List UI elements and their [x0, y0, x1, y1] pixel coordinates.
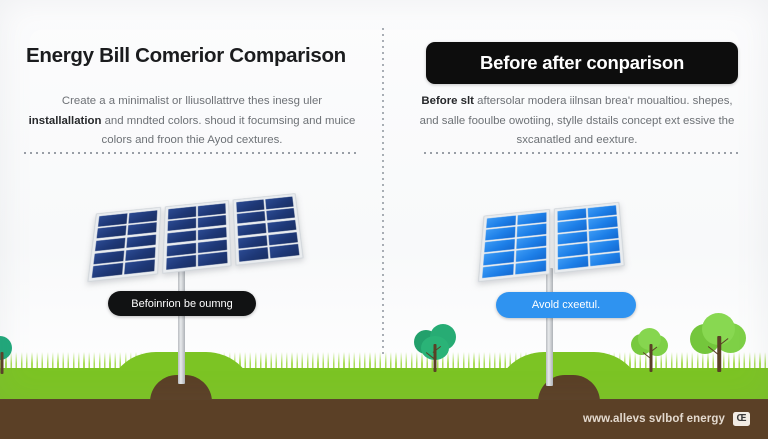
left-description-lead: Create a a minimalist or lliusollattrve … — [62, 95, 322, 107]
solar-panel-module — [554, 202, 625, 274]
right-status-badge-label: Avold cxeetul. — [532, 299, 600, 311]
right-description-emphasis: Before slt — [421, 95, 474, 107]
left-dotted-separator — [24, 152, 360, 154]
tree-small — [630, 326, 672, 372]
right-status-badge[interactable]: Avold cxeetul. — [496, 292, 636, 318]
right-panel-title-pill: Before after conparison — [426, 42, 738, 84]
tree-teal — [412, 322, 458, 372]
right-dotted-separator — [424, 152, 742, 154]
right-panel-title: Before after conparison — [480, 52, 684, 74]
left-panel-title: Energy Bill Comerior Comparison — [26, 44, 366, 68]
vertical-dotted-divider — [382, 28, 384, 358]
right-panel-description: Before slt aftersolar modera iilnsan bre… — [412, 92, 742, 151]
brand-logo-glyph: Œ — [737, 414, 747, 424]
solar-post-left — [178, 262, 185, 384]
solar-panel-module — [233, 193, 304, 266]
solar-panel-module — [87, 207, 161, 282]
left-status-badge[interactable]: Befoinrion be oumng — [108, 291, 256, 316]
brand-logo-icon: Œ — [733, 412, 750, 426]
solar-post-right — [546, 268, 553, 386]
solar-panel-module — [162, 200, 231, 274]
left-description-emphasis: installallation — [29, 115, 102, 127]
tree-edge-partial — [0, 332, 16, 374]
left-description-rest: and mndted colors. shoud it focumsing an… — [101, 115, 355, 147]
solar-panel-module — [478, 209, 550, 282]
left-comparison-panel: Energy Bill Comerior Comparison Create a… — [0, 0, 384, 400]
grass-band — [0, 368, 768, 400]
left-status-badge-label: Befoinrion be oumng — [131, 298, 233, 310]
footer-bar: www.allevs svlbof energy Œ — [0, 399, 768, 439]
tree-large — [690, 312, 748, 372]
left-panel-description: Create a a minimalist or lliusollattrve … — [27, 92, 357, 151]
footer-website-text: www.allevs svlbof energy — [583, 413, 725, 425]
